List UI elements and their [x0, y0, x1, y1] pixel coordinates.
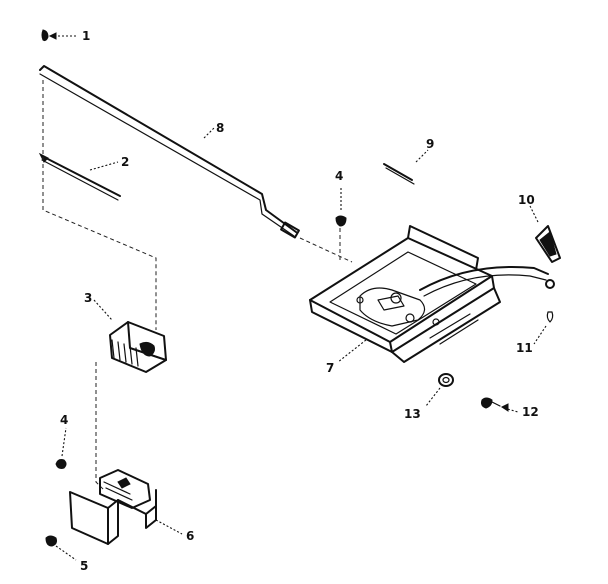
part-13-washer: [425, 373, 454, 407]
part-3-switch: [93, 299, 167, 373]
part-11-nut: [533, 279, 555, 345]
part-4-screw-right: [335, 186, 347, 227]
callout-1: 1: [82, 29, 90, 43]
assembly-lines: [42, 80, 353, 491]
part-5-screw: [45, 535, 77, 561]
callout-7: 7: [326, 361, 334, 375]
part-4-screw-left: [55, 427, 67, 469]
callout-3: 3: [84, 291, 92, 305]
callout-6: 6: [186, 529, 194, 543]
part-12-screw: [481, 397, 519, 413]
callout-2: 2: [121, 155, 129, 169]
part-9-pin: [383, 149, 429, 185]
part-1-clip: [41, 29, 78, 42]
part-10-cap: [529, 205, 561, 263]
part-8-rod: [39, 65, 300, 239]
callout-5: 5: [80, 559, 88, 573]
callout-12: 12: [522, 405, 539, 419]
callout-10: 10: [518, 193, 535, 207]
callout-4-left: 4: [60, 413, 68, 427]
callout-11: 11: [516, 341, 533, 355]
part-7-tray: [309, 225, 549, 363]
callout-4-right: 4: [335, 169, 343, 183]
callout-9: 9: [426, 137, 434, 151]
part-6-bracket: [69, 469, 183, 545]
part-2-pin: [38, 152, 121, 201]
callout-13: 13: [404, 407, 421, 421]
callout-8: 8: [216, 121, 224, 135]
